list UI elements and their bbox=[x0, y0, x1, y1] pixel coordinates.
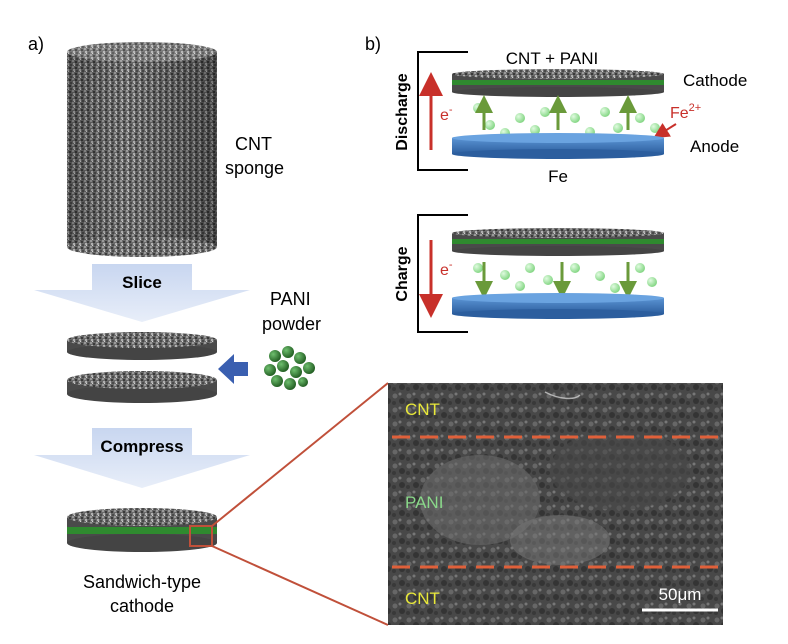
charge-electron-label: e- bbox=[440, 259, 453, 279]
result-label-line1: Sandwich-type bbox=[83, 572, 201, 592]
compress-label: Compress bbox=[100, 437, 183, 456]
discharge-ion-arrows bbox=[475, 95, 637, 130]
panel-b-label: b) bbox=[365, 34, 381, 54]
discharge-electron-label: e- bbox=[440, 104, 453, 124]
pani-powder-icon bbox=[264, 346, 315, 390]
sponge-label-line1: CNT bbox=[235, 134, 272, 154]
compress-arrow bbox=[34, 428, 250, 488]
zoom-line-bottom bbox=[211, 545, 389, 626]
charge-bracket bbox=[417, 214, 468, 333]
charge-ion-arrows bbox=[475, 262, 637, 299]
discharge-ions bbox=[473, 103, 660, 138]
charge-cathode-disk bbox=[452, 228, 664, 256]
discharge-bracket bbox=[417, 51, 468, 171]
slice-arrow bbox=[34, 264, 250, 322]
sem-top-cnt-label: CNT bbox=[405, 400, 440, 419]
sem-bottom-cnt-label: CNT bbox=[405, 589, 440, 608]
charge-ions bbox=[473, 263, 657, 293]
zoom-box bbox=[189, 525, 213, 547]
cnt-pani-label: CNT + PANI bbox=[506, 49, 598, 68]
pani-label-line1: PANI bbox=[270, 289, 311, 309]
cnt-sponge-cylinder bbox=[67, 42, 217, 257]
cnt-slice-top bbox=[67, 332, 217, 360]
discharge-label: Discharge bbox=[394, 73, 411, 150]
cnt-slice-bottom bbox=[67, 371, 217, 403]
insert-arrow bbox=[218, 354, 248, 384]
charge-anode-disk bbox=[452, 293, 664, 319]
slice-label: Slice bbox=[122, 273, 162, 292]
pani-label-line2: powder bbox=[262, 314, 321, 334]
zoom-line-top bbox=[211, 382, 389, 527]
result-label-line2: cathode bbox=[110, 596, 174, 616]
anode-label: Anode bbox=[690, 137, 739, 156]
fe-metal-label: Fe bbox=[548, 167, 568, 186]
sandwich-cathode bbox=[67, 508, 217, 552]
sem-pani-label: PANI bbox=[405, 493, 443, 512]
fe-ion-label: Fe2+ bbox=[670, 102, 701, 122]
scale-bar-label: 50μm bbox=[659, 585, 702, 604]
fe-ion-pointer bbox=[653, 122, 677, 139]
charge-label: Charge bbox=[394, 246, 411, 301]
discharge-cathode-disk bbox=[452, 69, 664, 97]
cathode-label: Cathode bbox=[683, 71, 747, 90]
sem-image bbox=[388, 383, 723, 625]
sponge-label-line2: sponge bbox=[225, 158, 284, 178]
panel-a-label: a) bbox=[28, 34, 44, 54]
discharge-anode-disk bbox=[452, 133, 664, 159]
